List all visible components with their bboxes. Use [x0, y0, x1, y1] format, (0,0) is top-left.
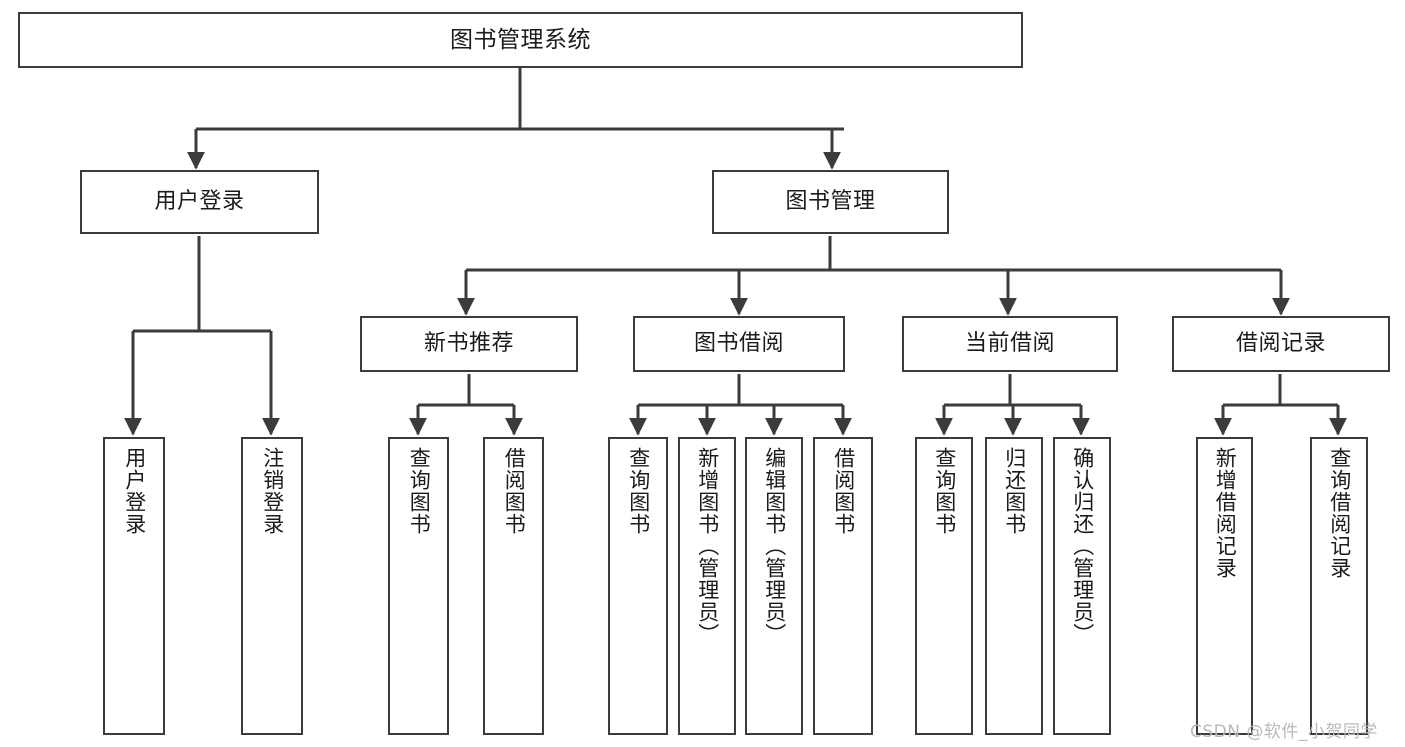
node-borrowing-record[interactable]: 借阅记录 [1172, 316, 1390, 372]
node-leaf-query-book-2[interactable]: 查询图书 [608, 437, 668, 735]
node-label: 借阅记录 [1235, 330, 1326, 356]
node-label: 当前借阅 [964, 330, 1055, 356]
node-leaf-query-book-1[interactable]: 查询图书 [388, 437, 449, 735]
node-label: 借阅图书 [831, 447, 856, 535]
node-label: 新增借阅记录 [1213, 447, 1238, 579]
node-leaf-user-login[interactable]: 用户登录 [103, 437, 165, 735]
node-label: 查询图书 [407, 447, 432, 535]
node-new-book-recommendation[interactable]: 新书推荐 [360, 316, 578, 372]
node-user-login[interactable]: 用户登录 [80, 170, 319, 234]
node-label: 新增图书（管理员） [695, 447, 720, 645]
node-leaf-borrow-book-2[interactable]: 借阅图书 [813, 437, 873, 735]
node-leaf-logout[interactable]: 注销登录 [241, 437, 303, 735]
node-leaf-add-book-admin[interactable]: 新增图书（管理员） [678, 437, 736, 735]
node-label: 归还图书 [1002, 447, 1027, 535]
node-label: 查询图书 [932, 447, 957, 535]
node-label: 图书借阅 [693, 330, 784, 356]
node-leaf-confirm-return-admin[interactable]: 确认归还（管理员） [1053, 437, 1111, 735]
node-label: 图书管理 [785, 188, 876, 214]
node-current-borrowing[interactable]: 当前借阅 [902, 316, 1118, 372]
node-label: 查询图书 [626, 447, 651, 535]
node-label: 借阅图书 [502, 447, 527, 535]
node-leaf-return-book[interactable]: 归还图书 [985, 437, 1043, 735]
node-leaf-query-book-3[interactable]: 查询图书 [915, 437, 973, 735]
node-label: 注销登录 [260, 447, 285, 535]
node-root-book-management-system[interactable]: 图书管理系统 [18, 12, 1023, 68]
node-label: 用户登录 [122, 447, 147, 535]
node-label: 确认归还（管理员） [1070, 447, 1095, 645]
node-label: 用户登录 [154, 188, 245, 214]
node-leaf-edit-book-admin[interactable]: 编辑图书（管理员） [745, 437, 803, 735]
node-book-management[interactable]: 图书管理 [712, 170, 949, 234]
node-label: 新书推荐 [423, 330, 514, 356]
node-label: 查询借阅记录 [1327, 447, 1352, 579]
node-label: 图书管理系统 [450, 26, 591, 53]
node-book-borrowing[interactable]: 图书借阅 [633, 316, 845, 372]
node-leaf-add-borrow-record[interactable]: 新增借阅记录 [1196, 437, 1253, 735]
node-leaf-borrow-book-1[interactable]: 借阅图书 [483, 437, 544, 735]
csdn-watermark: CSDN @软件_小贺同学 [1190, 722, 1378, 742]
node-label: 编辑图书（管理员） [762, 447, 787, 645]
node-leaf-query-borrow-record[interactable]: 查询借阅记录 [1310, 437, 1368, 735]
